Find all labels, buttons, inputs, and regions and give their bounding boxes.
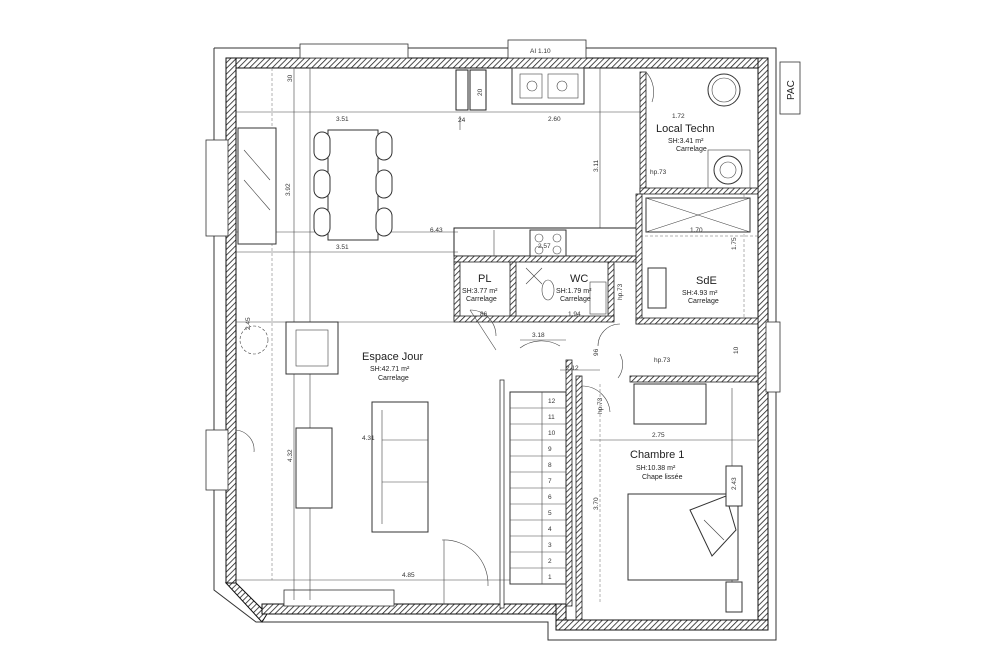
dim-hp73-a: hp.73 (617, 283, 624, 300)
dim-right-v: 3.11 (593, 159, 600, 172)
dining-table (313, 129, 393, 241)
pac-label: PAC (786, 80, 797, 100)
dim-212: 2.12 (566, 365, 579, 372)
local-tech-hp: hp.73 (650, 169, 667, 176)
chambre1-name: Chambre 1 (630, 449, 684, 461)
chambre-furniture (627, 383, 743, 613)
local-tech-area: SH:3.41 m² (668, 138, 704, 145)
local-technique-equipment (645, 71, 751, 189)
local-tech-dim: 1.72 (672, 113, 685, 120)
wc-area: SH:1.79 m² (556, 288, 592, 295)
dim-left-245: 2.45 (245, 317, 252, 330)
sde-floor: Carrelage (688, 298, 719, 305)
espace-jour-floor: Carrelage (378, 375, 409, 382)
stair-step-number: 6 (548, 494, 552, 501)
chambre1-floor: Chape lissée (642, 474, 683, 481)
pl-name: PL (478, 273, 491, 285)
kitchen (493, 67, 585, 257)
dim-30: 30 (287, 74, 294, 82)
stair-step-number: 12 (548, 398, 556, 405)
stair-step-number: 2 (548, 558, 552, 565)
shower (645, 197, 751, 309)
windows: AI 1.10 PAC (205, 39, 801, 607)
stair-step-number: 7 (548, 478, 552, 485)
espace-jour-name: Espace Jour (362, 351, 423, 363)
dim-wc-257: 2.57 (538, 243, 551, 250)
sde-area: SH:4.93 m² (682, 290, 718, 297)
dim-table-bottom: 3.51 (336, 244, 349, 251)
dim-sofa-v: 4.32 (287, 449, 294, 462)
dim-hp73-c: hp.73 (597, 397, 604, 414)
sde-name: SdE (696, 275, 717, 287)
exterior-walls (213, 47, 777, 641)
pl-floor: Carrelage (466, 296, 497, 303)
dim-20: 20 (477, 88, 484, 96)
dim-chambre-w: 2.75 (652, 432, 665, 439)
dim-sde-w: 1.70 (690, 227, 703, 234)
cooktop (529, 229, 567, 257)
dim-stair-top: 3.18 (532, 332, 545, 339)
stair-step-number: 10 (548, 430, 556, 437)
dim-bottom-span: 4.85 (402, 572, 415, 579)
stair-step-number: 9 (548, 446, 552, 453)
stair-step-number: 8 (548, 462, 552, 469)
wc-name: WC (570, 273, 588, 285)
dim-96: 96 (593, 348, 600, 356)
stair-step-number: 4 (548, 526, 552, 533)
room-labels: Local Techn SH:3.41 m² Carrelage 1.72 hp… (362, 113, 719, 481)
dim-top-left: 3.51 (336, 116, 349, 123)
stair-step-number: 1 (548, 574, 552, 581)
dim-living-v: 4.31 (362, 435, 375, 442)
pl-area: SH:3.77 m² (462, 288, 498, 295)
dimension-labels: 3.51 2.60 3.92 3.51 6.43 3.11 1.70 1.75 … (245, 74, 740, 579)
wc-floor: Carrelage (560, 296, 591, 303)
dim-chambre-v: 3.70 (593, 497, 600, 510)
espace-jour-area: SH:42.71 m² (370, 366, 410, 373)
chambre1-area: SH:10.38 m² (636, 465, 676, 472)
dim-sde-v: 1.75 (731, 237, 738, 250)
dim-hp73-b: hp.73 (654, 357, 671, 364)
dim-10: 10 (733, 346, 740, 354)
window-label-top: AI 1.10 (530, 48, 551, 55)
dim-bed-v: 2.43 (731, 477, 738, 490)
doors (441, 309, 623, 604)
living-furniture (235, 321, 429, 533)
dim-mid-span: 6.43 (430, 227, 443, 234)
local-tech-name: Local Techn (656, 123, 715, 135)
sideboard (237, 127, 277, 245)
dim-top-mid: 2.60 (548, 116, 561, 123)
stair-step-number: 5 (548, 510, 552, 517)
wc-fixture (525, 267, 607, 315)
dim-86: 86 (480, 311, 488, 318)
dim-left-h: 3.92 (285, 183, 292, 196)
dim-24: 24 (458, 117, 466, 124)
stair-step-number: 11 (548, 414, 555, 421)
dim-194: 1.94 (568, 311, 581, 318)
sofa (371, 401, 429, 533)
stair-step-number: 3 (548, 542, 552, 549)
local-tech-floor: Carrelage (676, 146, 707, 153)
